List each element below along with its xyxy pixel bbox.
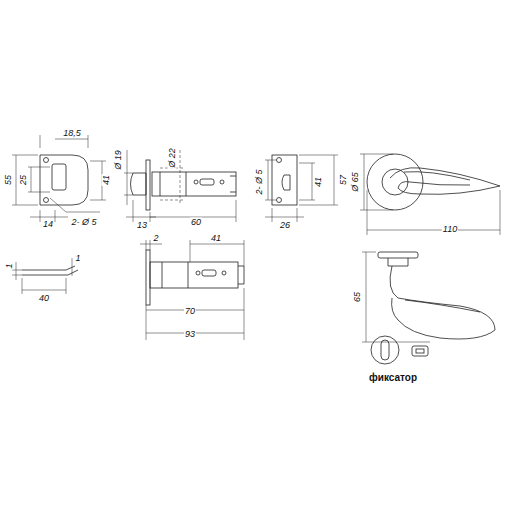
dimension-label: 14 — [42, 220, 54, 229]
dimension-label: 1 — [5, 262, 14, 269]
dimension-label: 2- Ø 5 — [255, 168, 264, 195]
dimension-label: 2- Ø 5 — [70, 218, 97, 227]
dimension-label: 70 — [184, 307, 196, 316]
dimension-label: 65 — [353, 291, 362, 303]
dimension-label: 41 — [102, 174, 111, 186]
dimension-label: Ø 65 — [351, 171, 360, 193]
dimension-label: 1 — [74, 254, 81, 263]
dimension-label: 18,5 — [62, 129, 82, 138]
dimension-label: 41 — [314, 176, 323, 188]
dimension-label: 55 — [4, 174, 13, 186]
dimension-label: 110 — [442, 225, 458, 234]
dimension-label: 60 — [190, 218, 202, 227]
dimension-label: 57 — [339, 174, 348, 186]
dimension-label: 25 — [19, 174, 28, 186]
dimension-label: 41 — [210, 234, 222, 243]
dimension-label: 93 — [184, 330, 196, 339]
caption-label: фиксатор — [368, 373, 418, 383]
dimension-label: 26 — [279, 221, 291, 230]
dimension-label: 40 — [38, 294, 50, 303]
dimension-label: Ø 22 — [168, 147, 177, 169]
dimension-label: Ø 19 — [114, 149, 123, 171]
dimension-label: 13 — [136, 221, 148, 230]
dimension-label: 2 — [152, 234, 159, 243]
